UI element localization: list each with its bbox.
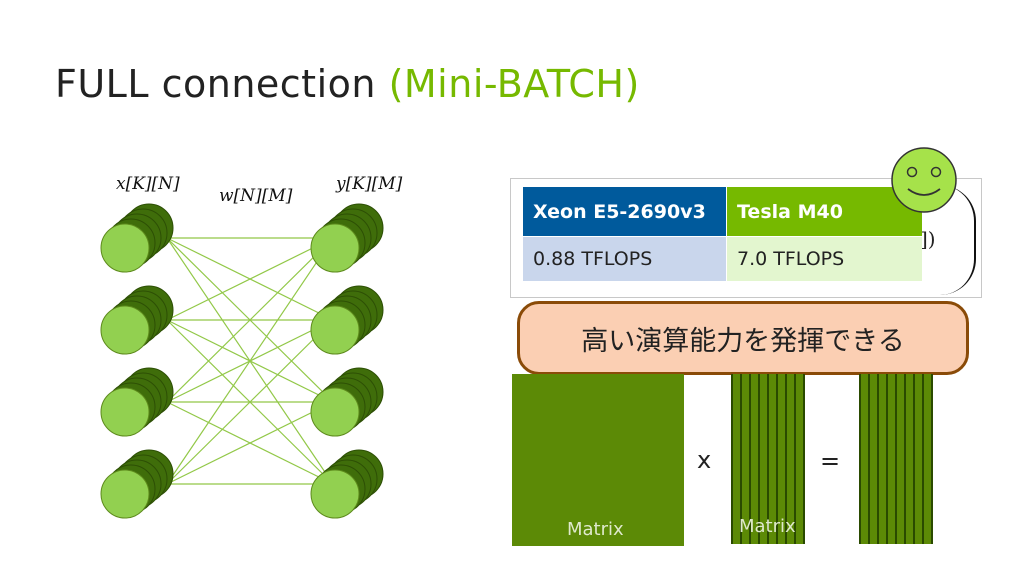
output-node-1 bbox=[310, 203, 384, 273]
input-label: x[K][N] bbox=[116, 174, 180, 194]
network-edge bbox=[166, 237, 334, 485]
node-disc bbox=[310, 469, 360, 519]
input-node-2 bbox=[100, 285, 174, 355]
matrix-b-label: Matrix bbox=[739, 516, 796, 537]
cpu-header: Xeon E5-2690v3 bbox=[523, 187, 727, 237]
input-node-4 bbox=[100, 449, 174, 519]
node-disc bbox=[100, 305, 150, 355]
gpu-value: 7.0 TFLOPS bbox=[726, 236, 922, 281]
output-label: y[K][M] bbox=[336, 174, 403, 194]
weight-label: w[N][M] bbox=[219, 186, 293, 206]
callout-bubble: 高い演算能力を発揮できる bbox=[517, 301, 969, 375]
spec-value-row: 0.88 TFLOPS 7.0 TFLOPS bbox=[523, 236, 922, 281]
title-main: FULL connection bbox=[55, 62, 376, 106]
output-node-3 bbox=[310, 367, 384, 437]
smiley-icon bbox=[891, 147, 957, 213]
network-edge bbox=[166, 237, 334, 403]
neural-network-diagram bbox=[100, 203, 384, 519]
network-edge bbox=[166, 401, 334, 485]
equation-fragment: ]) bbox=[920, 227, 936, 251]
input-node-1 bbox=[100, 203, 174, 273]
gpu-header: Tesla M40 bbox=[726, 187, 922, 237]
matrix-a bbox=[512, 374, 684, 546]
closing-paren bbox=[940, 185, 976, 295]
node-disc bbox=[310, 387, 360, 437]
network-edge bbox=[166, 319, 334, 485]
node-disc bbox=[310, 223, 360, 273]
output-node-4 bbox=[310, 449, 384, 519]
output-node-2 bbox=[310, 285, 384, 355]
callout-text: 高い演算能力を発揮できる bbox=[581, 325, 905, 357]
network-edge bbox=[166, 237, 334, 321]
matrix-a-label: Matrix bbox=[567, 519, 624, 540]
cpu-value: 0.88 TFLOPS bbox=[523, 236, 727, 281]
times-sign: x bbox=[697, 446, 712, 474]
page-title: FULL connection (Mini-BATCH) bbox=[55, 62, 640, 106]
spec-table: Xeon E5-2690v3 Tesla M40 0.88 TFLOPS 7.0… bbox=[523, 187, 922, 281]
node-disc bbox=[310, 305, 360, 355]
equals-sign: = bbox=[820, 447, 841, 475]
node-disc bbox=[100, 387, 150, 437]
spec-header-row: Xeon E5-2690v3 Tesla M40 bbox=[523, 187, 922, 237]
title-sub: (Mini-BATCH) bbox=[388, 62, 640, 106]
node-disc bbox=[100, 223, 150, 273]
node-disc bbox=[100, 469, 150, 519]
input-node-3 bbox=[100, 367, 174, 437]
